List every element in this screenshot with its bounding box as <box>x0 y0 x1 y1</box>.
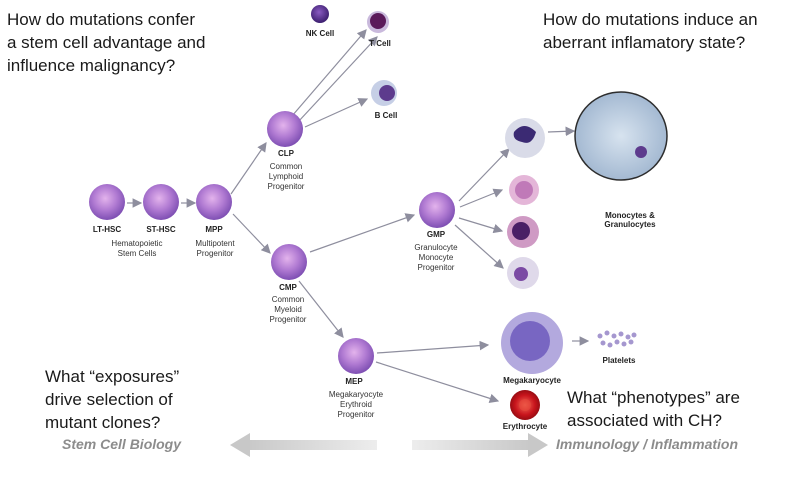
granulocyte-2-nucleus <box>512 222 530 240</box>
erythrocyte-label: Erythrocyte <box>502 422 548 431</box>
immunology-inflammation-label: Immunology / Inflammation <box>556 436 739 452</box>
megakaryocyte-nucleus <box>510 321 550 361</box>
myeloid-cells <box>501 91 668 420</box>
hsc-description: Hematopoietic Stem Cells <box>111 239 163 258</box>
clp-cell <box>267 111 303 147</box>
mpp-label: MPP <box>205 225 223 234</box>
monocytes-granulocytes-label: Monocytes & Granulocytes <box>604 211 656 229</box>
mpp-cell <box>196 184 232 220</box>
st-hsc-label: ST-HSC <box>146 225 176 234</box>
nk-cell-image <box>311 5 329 23</box>
clp-label: CLP <box>278 149 294 158</box>
mep-description: Megakaryocyte Erythroid Progenitor <box>328 390 384 419</box>
t-cell-label: T Cell <box>369 39 391 48</box>
nk-cell-label: NK Cell <box>305 29 335 38</box>
st-hsc-cell <box>143 184 179 220</box>
question-stem-cell-advantage: How do mutations confer a stem cell adva… <box>7 10 206 75</box>
granulocyte-1-granules <box>515 181 533 199</box>
clp-description: Common Lymphoid Progenitor <box>267 162 305 191</box>
right-axis-bar <box>412 440 530 450</box>
question-inflammatory-state: How do mutations induce an aberrant infl… <box>543 10 758 52</box>
left-axis-bar <box>247 440 377 450</box>
question-exposures: What “exposures” drive selection of muta… <box>45 367 180 432</box>
granulocyte-3-nucleus <box>514 267 528 281</box>
gmp-description: Granulocyte Monocyte Progenitor <box>414 243 458 272</box>
monocyte-nucleus <box>513 126 536 143</box>
mep-label: MEP <box>345 377 363 386</box>
gmp-cell <box>419 192 455 228</box>
cmp-description: Common Myeloid Progenitor <box>269 295 307 324</box>
fat-cell-image <box>574 91 668 181</box>
b-cell-nucleus <box>379 85 395 101</box>
left-axis-arrowhead <box>230 433 250 457</box>
erythrocyte-center <box>519 399 531 411</box>
gmp-label: GMP <box>426 230 446 239</box>
lt-hsc-cell <box>89 184 125 220</box>
b-cell-label: B Cell <box>374 111 398 120</box>
progenitor-cells <box>89 111 455 374</box>
right-axis-arrowhead <box>528 433 548 457</box>
t-cell-nucleus <box>370 13 386 29</box>
axis-arrows <box>230 433 548 457</box>
platelets-label: Platelets <box>602 356 636 365</box>
question-phenotypes: What “phenotypes” are associated with CH… <box>567 388 740 430</box>
megakaryocyte-label: Megakaryocyte <box>503 376 561 385</box>
cmp-label: CMP <box>279 283 297 292</box>
mep-cell <box>338 338 374 374</box>
fat-cell-nucleus <box>635 146 647 158</box>
platelets-image <box>597 330 637 348</box>
mpp-description: Multipotent Progenitor <box>195 239 235 258</box>
lymphoid-cells <box>311 5 397 106</box>
stem-cell-biology-label: Stem Cell Biology <box>62 436 182 452</box>
lineage-arrows <box>127 29 590 404</box>
lt-hsc-label: LT-HSC <box>92 225 122 234</box>
cmp-cell <box>271 244 307 280</box>
